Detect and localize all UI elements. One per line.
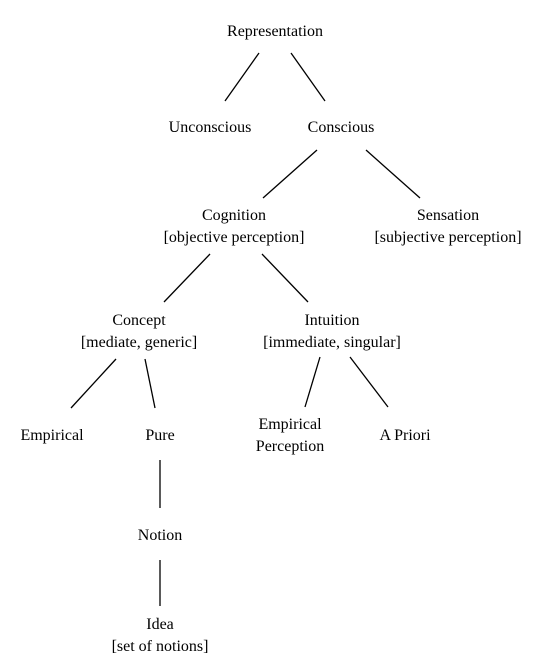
node-label: Unconscious	[168, 119, 252, 136]
edge-cognition-intuition	[261, 253, 309, 303]
node-note: [set of notions]	[111, 638, 209, 655]
edge-representation-unconscious	[224, 52, 260, 102]
node-label: Idea	[146, 616, 174, 633]
node-label: Pure	[145, 427, 175, 444]
node-label: Representation	[227, 23, 323, 40]
node-note: [objective perception]	[163, 229, 305, 246]
node-unconscious: Unconscious	[169, 117, 252, 139]
edge-intuition-a-priori	[349, 356, 389, 408]
node-representation: Representation	[227, 21, 323, 43]
node-label: Concept	[112, 312, 166, 329]
node-label: Cognition	[201, 207, 267, 224]
edge-representation-conscious	[290, 52, 326, 102]
node-sensation: Sensation [subjective perception]	[374, 205, 521, 249]
node-label: Notion	[137, 527, 183, 544]
node-a-priori: A Priori	[379, 425, 430, 447]
node-notion: Notion	[138, 525, 182, 547]
node-note: [mediate, generic]	[80, 334, 198, 351]
node-pure: Pure	[145, 425, 174, 447]
edge-conscious-cognition	[262, 149, 318, 199]
node-empirical: Empirical	[20, 425, 83, 447]
node-label: Intuition	[304, 312, 360, 329]
node-concept: Concept [mediate, generic]	[81, 310, 197, 354]
node-conscious: Conscious	[308, 117, 375, 139]
edge-cognition-concept	[163, 253, 211, 303]
edge-concept-pure	[144, 358, 156, 409]
node-label: Sensation	[416, 207, 480, 224]
node-note: [immediate, singular]	[263, 334, 401, 351]
node-label: Empirical	[258, 416, 322, 433]
edge-concept-empirical	[70, 358, 117, 409]
node-cognition: Cognition [objective perception]	[164, 205, 305, 249]
node-intuition: Intuition [immediate, singular]	[263, 310, 401, 354]
node-label: Empirical	[20, 427, 84, 444]
edge-intuition-empirical-perception	[304, 356, 321, 408]
node-label: A Priori	[379, 427, 431, 444]
node-note: [subjective perception]	[374, 229, 522, 246]
edge-conscious-sensation	[365, 149, 421, 199]
node-idea: Idea [set of notions]	[112, 614, 209, 658]
node-label-line2: Perception	[255, 438, 325, 455]
node-empirical-perception: Empirical Perception	[256, 414, 324, 458]
node-label: Conscious	[307, 119, 375, 136]
